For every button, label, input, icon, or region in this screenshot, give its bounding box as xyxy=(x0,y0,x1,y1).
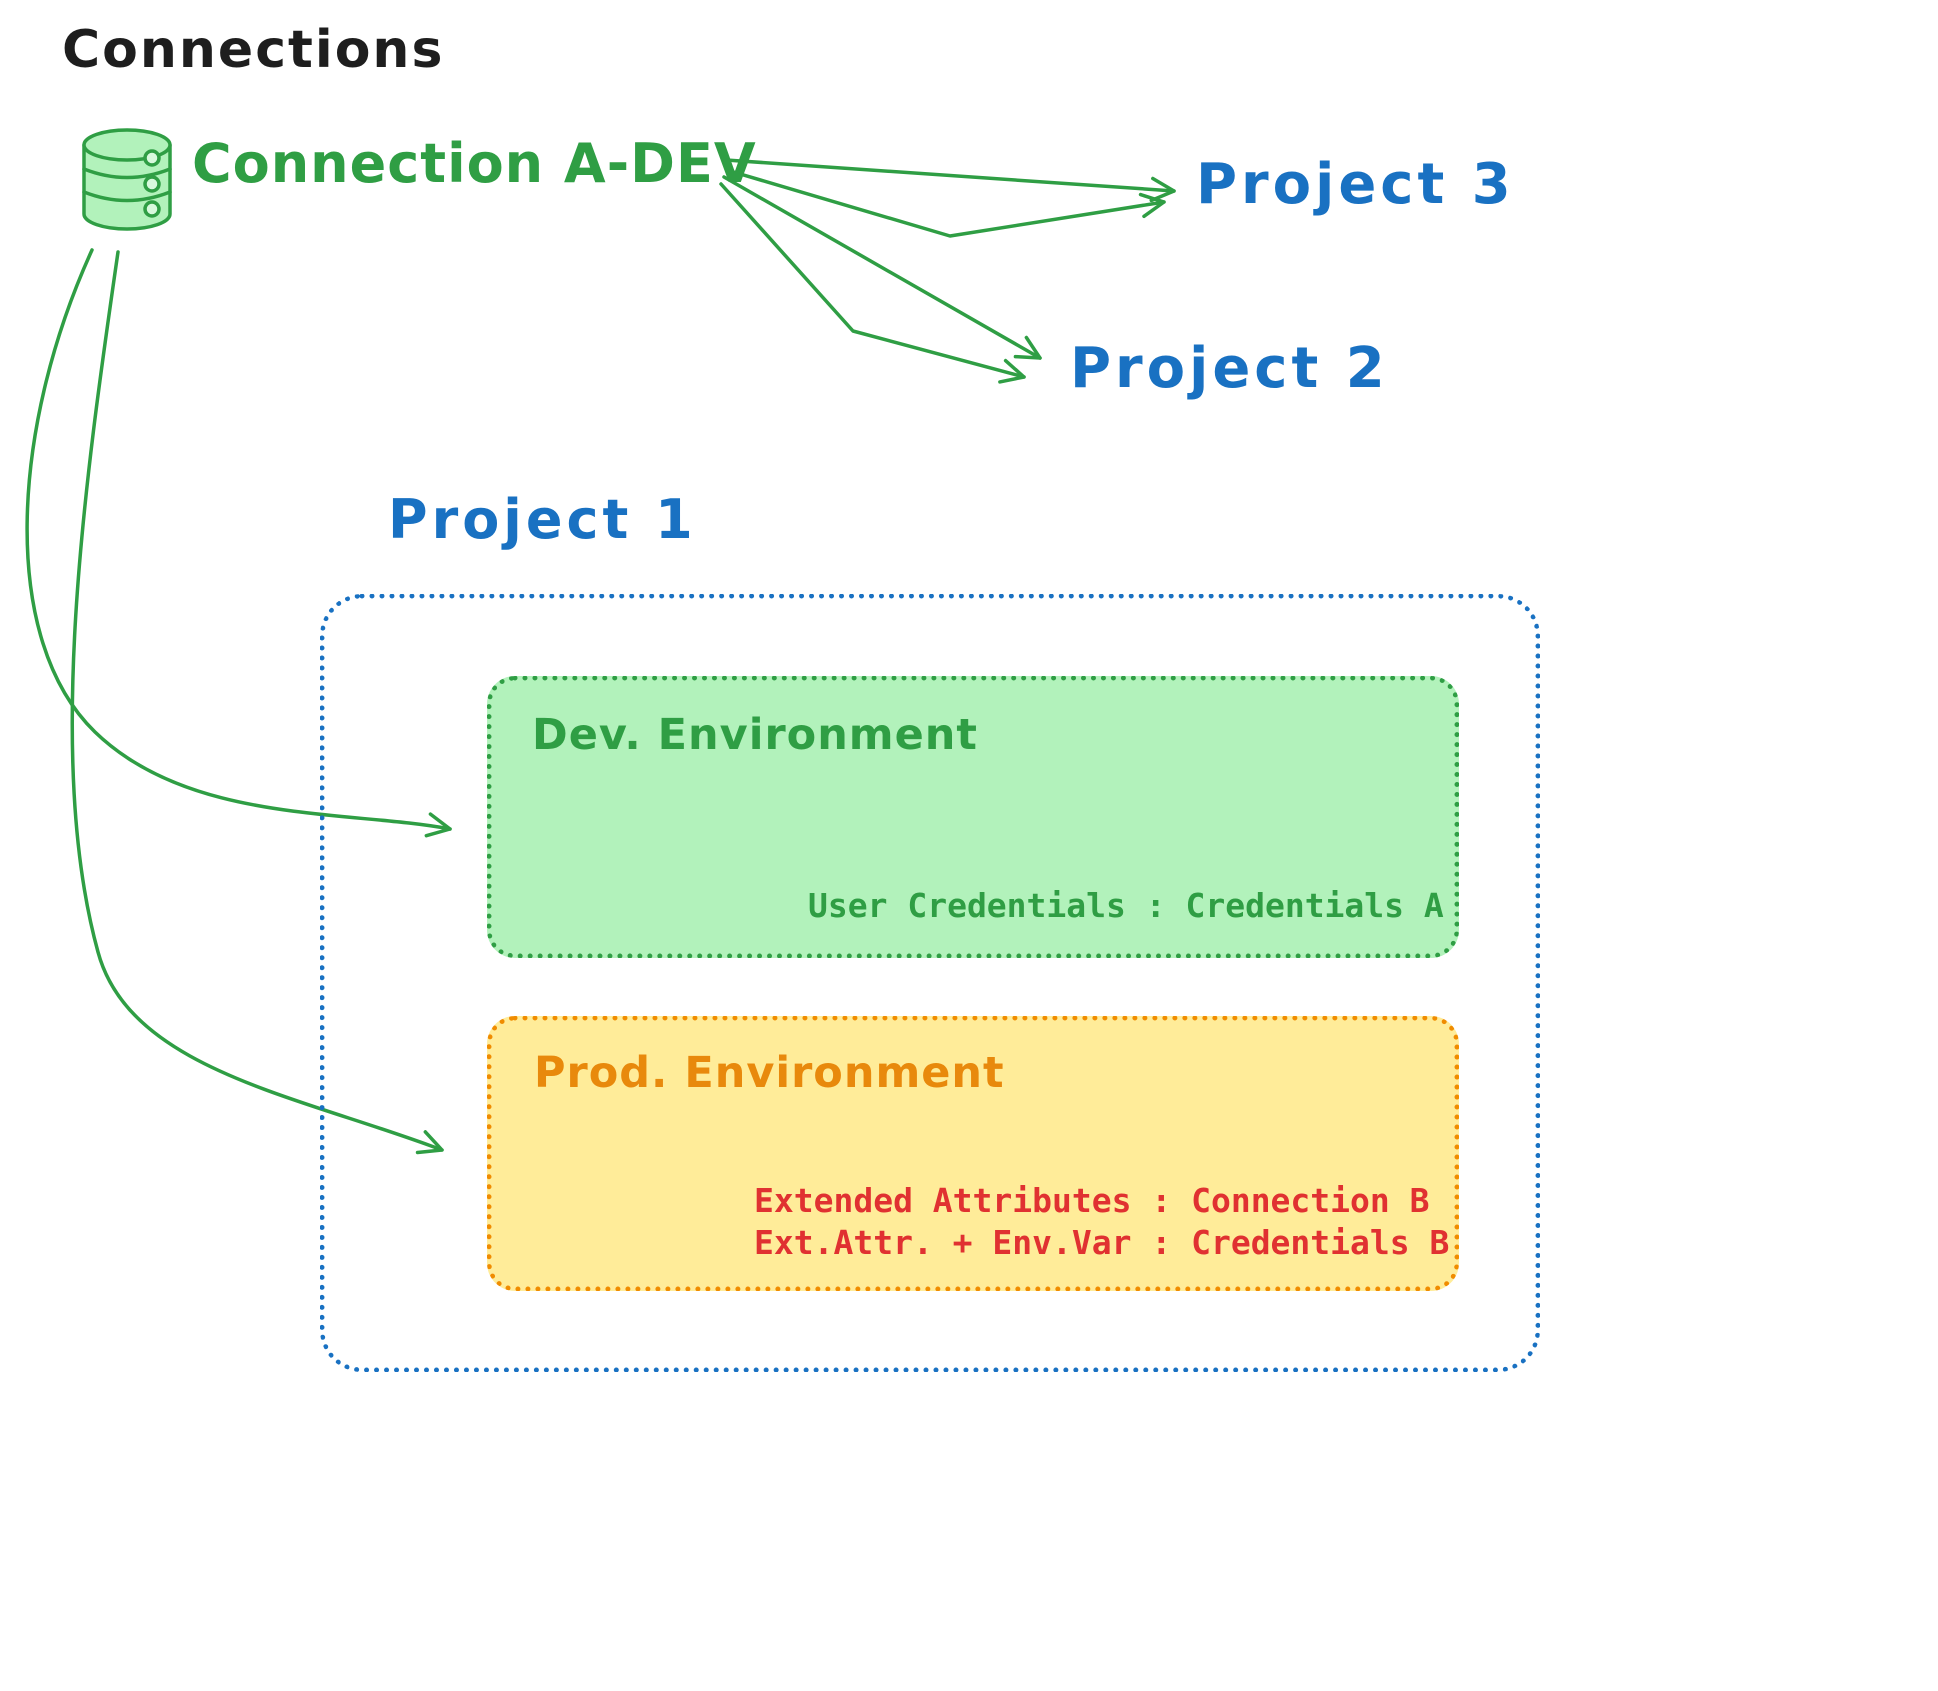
database-icon xyxy=(82,128,172,231)
prod-environment-attributes: Extended Attributes : Connection B Ext.A… xyxy=(754,1180,1449,1264)
dev-environment-title: Dev. Environment xyxy=(532,710,978,760)
connection-a-dev-label: Connection A-DEV xyxy=(192,132,757,195)
diagram-title: Connections xyxy=(62,20,445,80)
prod-environment-title: Prod. Environment xyxy=(534,1048,1005,1098)
arrow-to-prod-environment xyxy=(70,250,444,1155)
dev-environment-credentials: User Credentials : Credentials A xyxy=(808,886,1444,925)
prod-environment-line1: Extended Attributes : Connection B xyxy=(754,1181,1430,1220)
prod-environment-line2: Ext.Attr. + Env.Var : Credentials B xyxy=(754,1223,1450,1262)
arrow-to-project2 xyxy=(719,175,1042,384)
project-1-container xyxy=(320,594,1540,1372)
prod-environment-box xyxy=(487,1016,1459,1291)
arrow-to-dev-environment xyxy=(25,248,452,838)
project-3-label: Project 3 xyxy=(1196,152,1515,217)
dev-environment-box xyxy=(487,676,1459,958)
arrow-to-project3 xyxy=(724,158,1176,238)
project-2-label: Project 2 xyxy=(1070,336,1389,401)
project-1-label: Project 1 xyxy=(388,488,697,551)
